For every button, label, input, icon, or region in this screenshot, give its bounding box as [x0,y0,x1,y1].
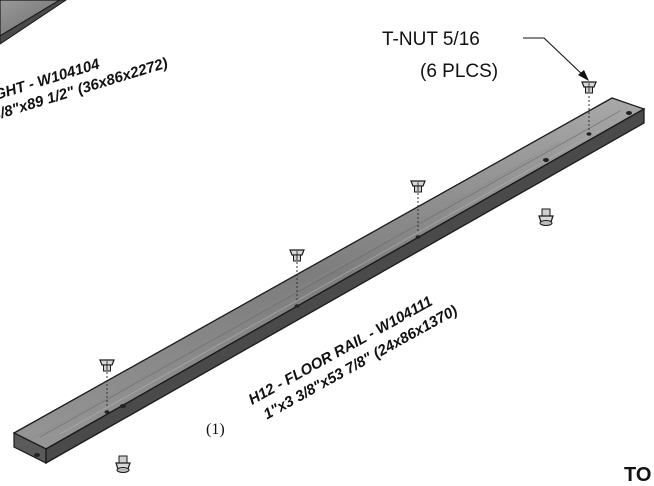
upright-board-partial [0,0,67,45]
rail-holes [34,111,632,457]
floor-rail-board [12,97,646,465]
rail-hole [120,404,126,408]
floor-rail-quantity: (1) [206,421,225,438]
t-nut-icon [581,81,597,130]
rail-hole [294,304,300,308]
rail-hole [104,410,110,414]
t-nut-icon [289,249,305,302]
rail-hole [586,132,592,136]
leader-arrow-icon [523,37,589,81]
tnut-callout-line1: T-NUT 5/16 [382,29,480,50]
t-nut-group [99,81,597,408]
t-nut-icon [115,455,131,473]
t-nut-lower-group [115,208,554,473]
tnut-callout-line2: (6 PLCS) [420,61,498,82]
t-nut-icon [410,180,426,233]
corner-heading-partial: TO [624,464,651,486]
rail-hole [415,235,421,239]
rail-hole [34,453,40,457]
rail-hole [543,158,549,162]
floor-rail-side-face [45,107,645,465]
t-nut-icon [538,208,554,226]
rail-hole [626,111,632,115]
t-nut-icon [99,359,115,408]
